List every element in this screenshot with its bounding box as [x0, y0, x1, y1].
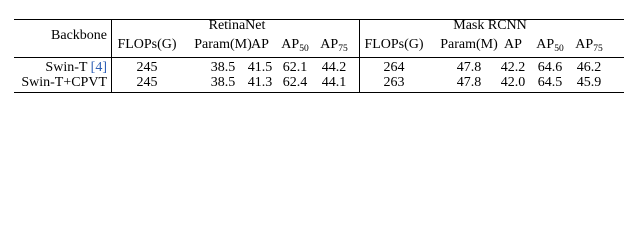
col-param-retinanet: Param(M) [194, 37, 252, 52]
row-2-backbone: Swin-T+CPVT [21, 75, 107, 90]
group-header-maskrcnn: Mask RCNN [453, 18, 527, 33]
group-separator [359, 20, 360, 92]
cell: 245 [136, 60, 158, 75]
cell: 47.8 [456, 75, 482, 90]
header-backbone: Backbone [51, 28, 107, 43]
cell: 45.9 [576, 75, 602, 90]
col-ap-maskrcnn: AP [504, 37, 522, 52]
cell: 64.5 [537, 75, 563, 90]
col-ap-retinanet: AP [251, 37, 269, 52]
col-flops-maskrcnn: FLOPs(G) [364, 37, 424, 52]
col-ap50-retinanet: AP50 [281, 37, 309, 54]
cell: 47.8 [456, 60, 482, 75]
col-ap75-maskrcnn: AP75 [575, 37, 603, 54]
cell: 62.4 [282, 75, 308, 90]
row-1-backbone: Swin-T [4] [45, 60, 107, 75]
cell: 46.2 [576, 60, 602, 75]
cell: 41.3 [247, 75, 273, 90]
cell: 245 [136, 75, 158, 90]
bottom-rule [14, 92, 624, 93]
stub-separator [111, 20, 112, 92]
col-param-maskrcnn: Param(M) [440, 37, 498, 52]
cell: 44.1 [321, 75, 347, 90]
cell: 41.5 [247, 60, 273, 75]
cell: 264 [383, 60, 405, 75]
col-ap50-maskrcnn: AP50 [536, 37, 564, 54]
col-flops-retinanet: FLOPs(G) [117, 37, 177, 52]
col-ap75-retinanet: AP75 [320, 37, 348, 54]
cell: 62.1 [282, 60, 308, 75]
cell: 42.2 [500, 60, 526, 75]
cell: 38.5 [210, 60, 236, 75]
citation-link[interactable]: [4] [90, 60, 107, 75]
cell: 42.0 [500, 75, 526, 90]
cell: 64.6 [537, 60, 563, 75]
group-header-retinanet: RetinaNet [208, 18, 266, 33]
cell: 263 [383, 75, 405, 90]
mid-rule [14, 57, 624, 58]
top-rule [14, 19, 624, 20]
cell: 38.5 [210, 75, 236, 90]
cell: 44.2 [321, 60, 347, 75]
